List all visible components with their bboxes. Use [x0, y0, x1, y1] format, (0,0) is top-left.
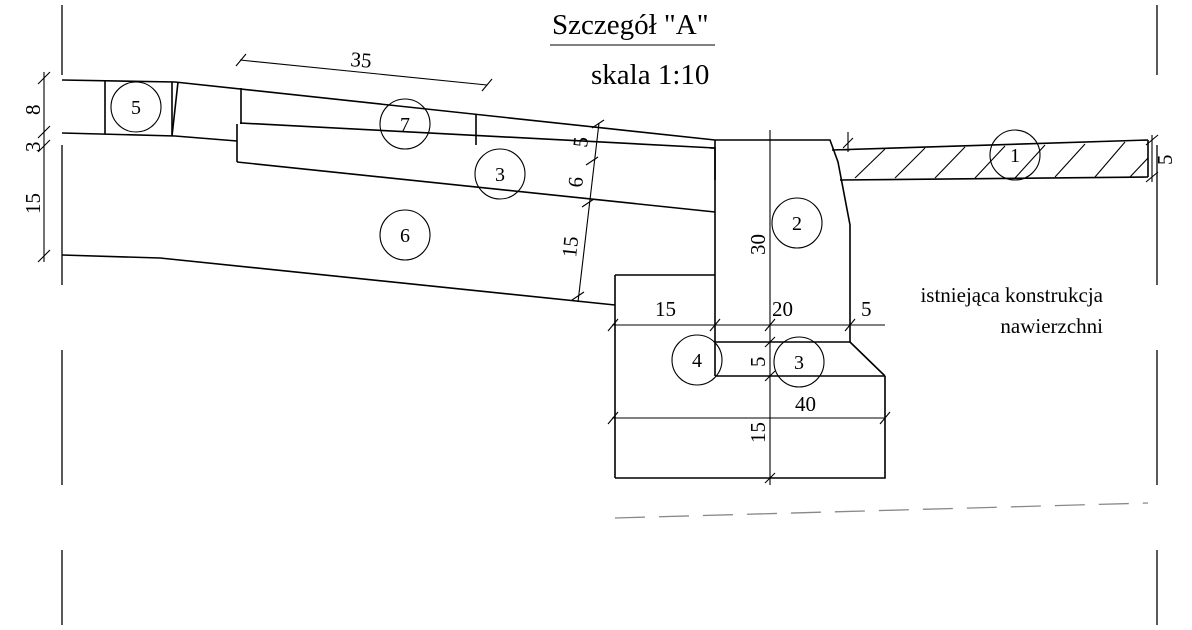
- label-4-circle: [671, 334, 723, 386]
- dim-15-diag: 15: [557, 235, 583, 258]
- note-line-2: nawierzchni: [1000, 314, 1103, 338]
- note-line-1: istniejąca konstrukcja: [920, 283, 1103, 307]
- dim-5-vert: 5: [746, 357, 770, 368]
- label-2-circle: [771, 197, 823, 249]
- dim-30: 30: [746, 234, 770, 255]
- label-3b-circle: [773, 336, 825, 388]
- pavement-layers: [61, 79, 716, 306]
- detail-title: Szczegół "A": [552, 9, 709, 41]
- dimension-texts: 35 5 6 15 30 15 20 5 5 40 15 5 8 3 15: [21, 47, 1177, 443]
- dim-15-horiz: 15: [655, 297, 676, 321]
- dim-3-left: 3: [21, 142, 45, 153]
- label-2: 2: [792, 213, 802, 235]
- frame-lines: [61, 5, 1158, 625]
- label-5: 5: [131, 97, 141, 119]
- dim-5-top: 5: [568, 136, 593, 149]
- dim-6: 6: [563, 176, 588, 189]
- dim-5-right: 5: [1153, 155, 1177, 166]
- dim-8-left: 8: [21, 105, 45, 116]
- label-4: 4: [692, 350, 702, 372]
- dim-40: 40: [795, 392, 816, 416]
- label-1-circle: [989, 129, 1041, 181]
- label-1: 1: [1010, 145, 1020, 167]
- curb-and-foundation: [614, 139, 886, 479]
- dim-35: 35: [350, 47, 373, 73]
- label-3a: 3: [495, 164, 505, 186]
- label-7: 7: [400, 114, 410, 136]
- label-3b: 3: [794, 352, 804, 374]
- label-3a-circle: [474, 148, 526, 200]
- existing-surface-dashed-line: [614, 502, 1149, 519]
- label-6: 6: [400, 225, 410, 247]
- dimension-lines: [37, 53, 1159, 485]
- label-5-circle: [110, 81, 162, 133]
- dim-15-left: 15: [21, 193, 45, 214]
- label-circles: 5 7 3 6 2 1 4 3: [110, 81, 1041, 388]
- label-7-circle: [379, 98, 431, 150]
- dim-20: 20: [772, 297, 793, 321]
- detail-scale: skala 1:10: [591, 59, 709, 91]
- dim-15-vert: 15: [746, 422, 770, 443]
- label-6-circle: [379, 209, 431, 261]
- dim-5-horiz: 5: [861, 297, 872, 321]
